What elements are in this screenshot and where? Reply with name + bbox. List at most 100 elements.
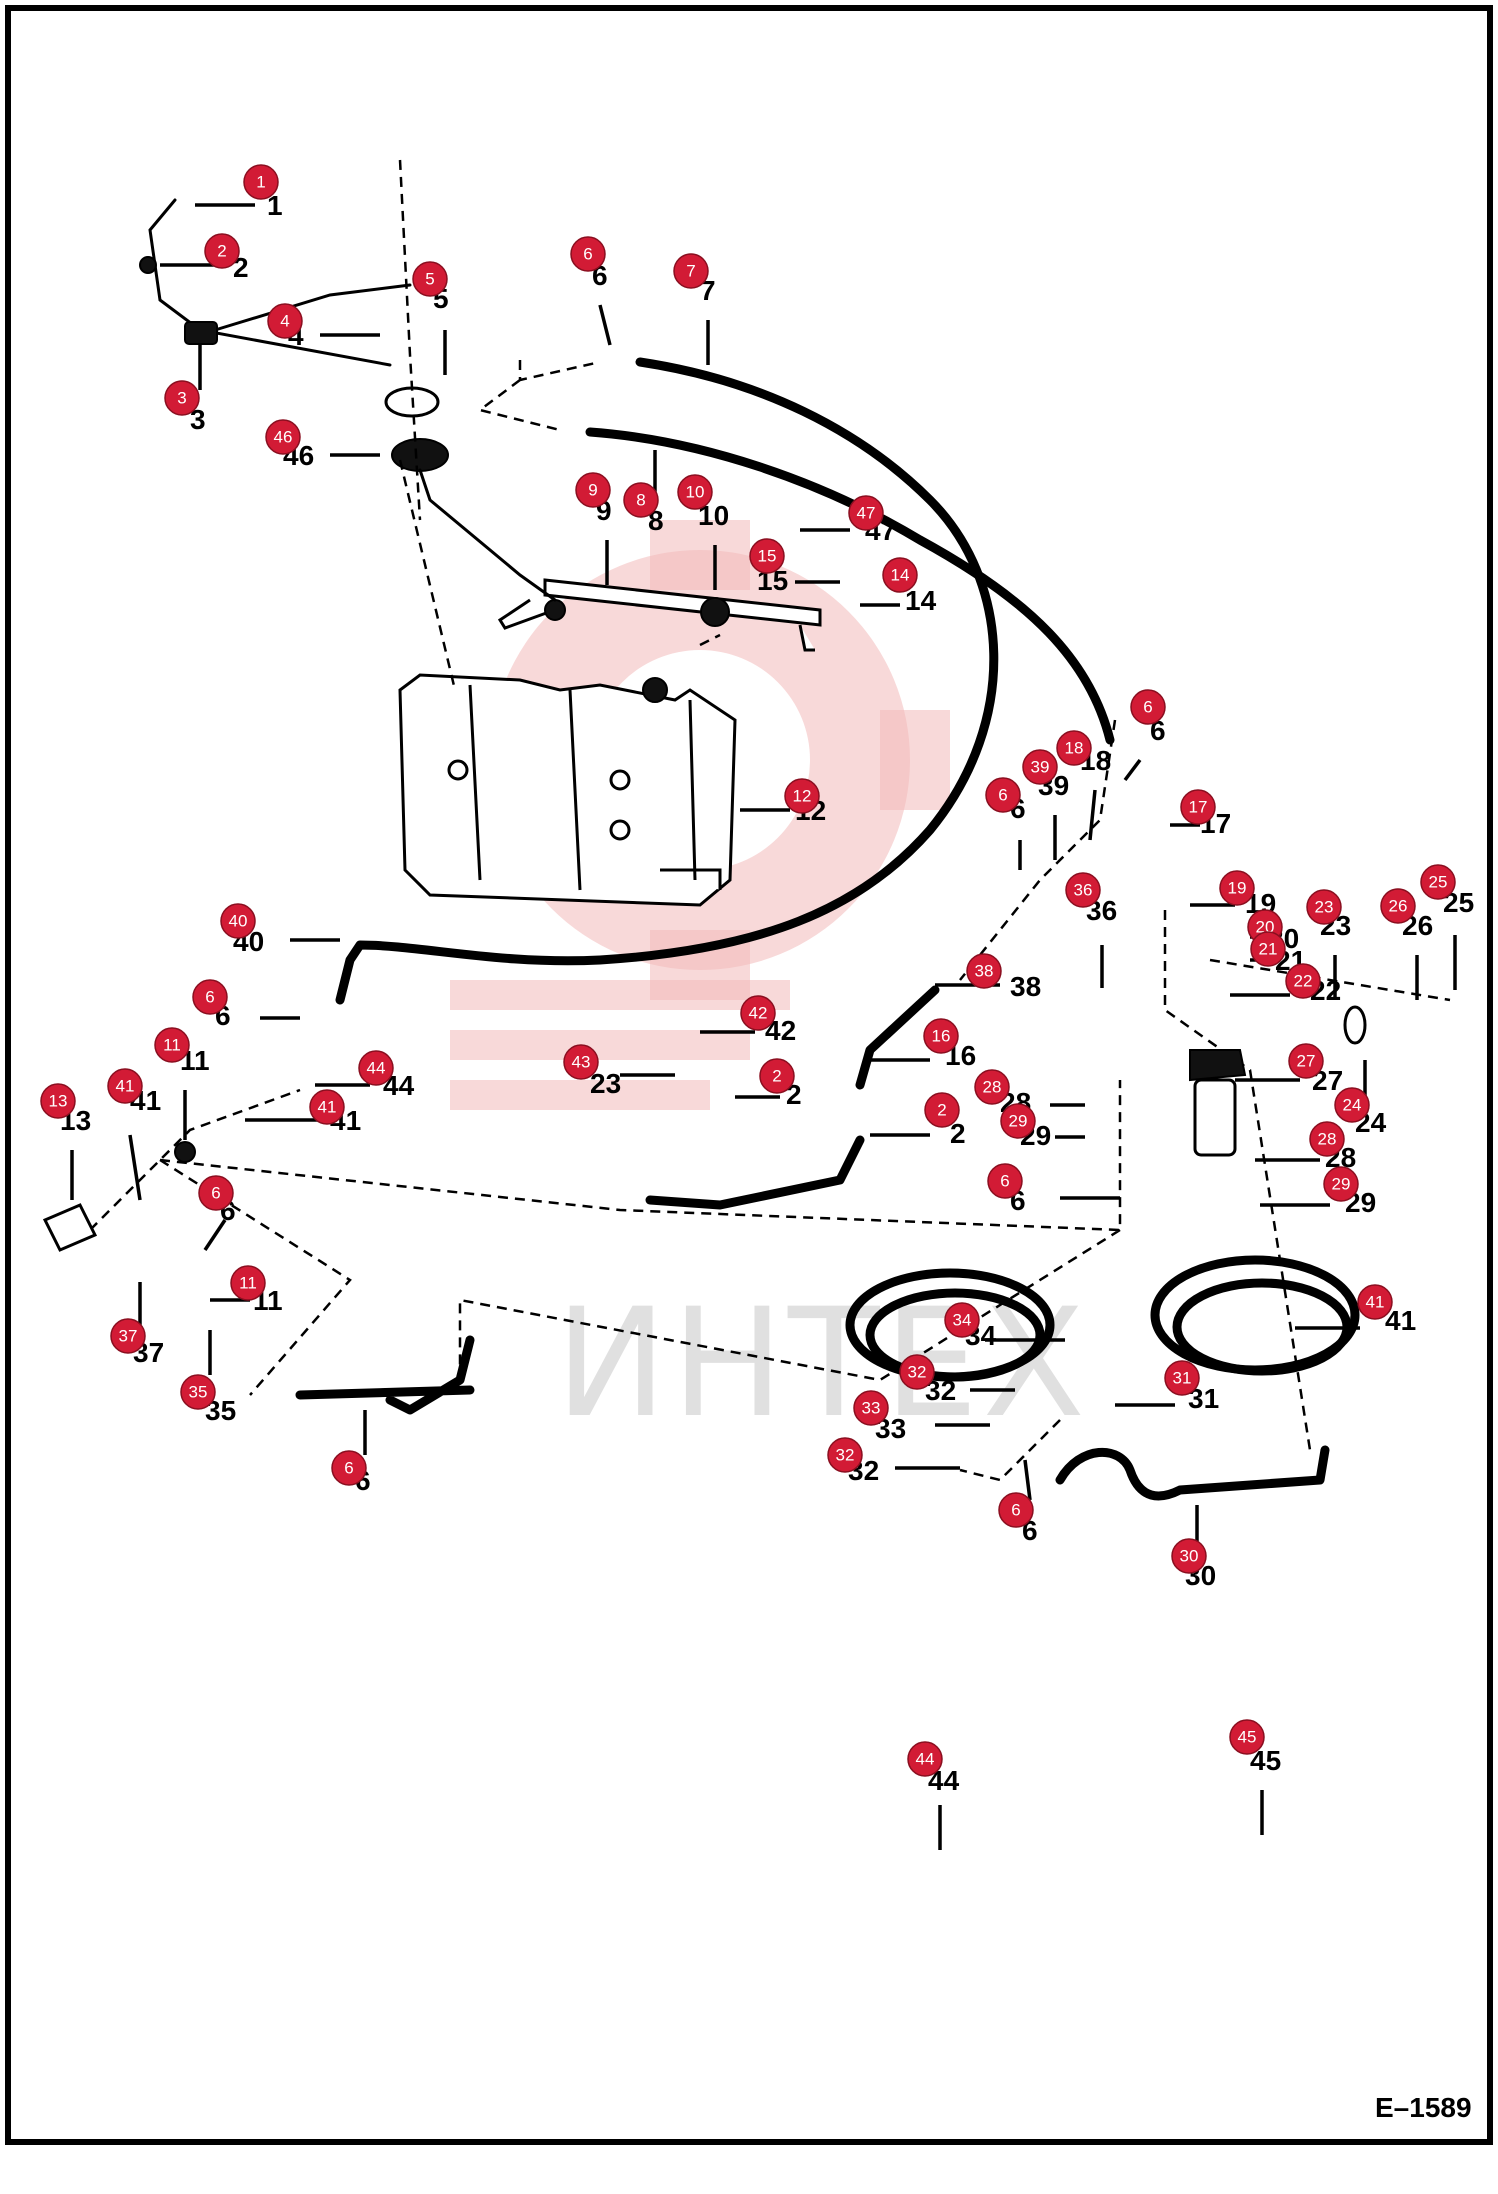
callout-badge[interactable]: 17 bbox=[1180, 789, 1216, 825]
callout-badge[interactable]: 44 bbox=[358, 1050, 394, 1086]
callout-badge[interactable]: 6 bbox=[198, 1175, 234, 1211]
callout-badge[interactable]: 2 bbox=[204, 233, 240, 269]
callout-badge[interactable]: 14 bbox=[882, 557, 918, 593]
badge-number: 19 bbox=[1228, 879, 1247, 898]
callout-badge[interactable]: 32 bbox=[899, 1354, 935, 1390]
callout-badge[interactable]: 29 bbox=[1000, 1103, 1036, 1139]
callout-badge[interactable]: 41 bbox=[107, 1068, 143, 1104]
callout-badge[interactable]: 11 bbox=[154, 1027, 190, 1063]
callout-badge[interactable]: 6 bbox=[985, 777, 1021, 813]
part-number-label: 14 bbox=[905, 585, 937, 616]
callout-badge[interactable]: 2 bbox=[759, 1058, 795, 1094]
callout-badge[interactable]: 7 bbox=[673, 253, 709, 289]
callout-badge[interactable]: 8 bbox=[623, 482, 659, 518]
callout-badge[interactable]: 9 bbox=[575, 472, 611, 508]
callout-badge[interactable]: 6 bbox=[998, 1492, 1034, 1528]
badge-number: 28 bbox=[1318, 1130, 1337, 1149]
badge-circle bbox=[740, 995, 776, 1031]
callout-badge[interactable]: 22 bbox=[1285, 963, 1321, 999]
badge-circle bbox=[677, 474, 713, 510]
callout-badge[interactable]: 12 bbox=[784, 778, 820, 814]
callout-badge[interactable]: 43 bbox=[563, 1044, 599, 1080]
callout-badge[interactable]: 25 bbox=[1420, 864, 1456, 900]
callout-badge[interactable]: 6 bbox=[987, 1163, 1023, 1199]
badge-number: 46 bbox=[274, 428, 293, 447]
callout-badge[interactable]: 33 bbox=[853, 1390, 889, 1426]
callout-badge[interactable]: 32 bbox=[827, 1437, 863, 1473]
callout-badge[interactable]: 30 bbox=[1171, 1538, 1207, 1574]
coil-hose-44 bbox=[845, 1268, 1055, 1382]
callout-badge[interactable]: 5 bbox=[412, 261, 448, 297]
badge-number: 14 bbox=[891, 566, 910, 585]
callout-badge[interactable]: 23 bbox=[1306, 889, 1342, 925]
callout-badge[interactable]: 29 bbox=[1323, 1166, 1359, 1202]
callout-badge[interactable]: 34 bbox=[944, 1302, 980, 1338]
badge-number: 30 bbox=[1180, 1547, 1199, 1566]
badge-number: 24 bbox=[1343, 1096, 1362, 1115]
callout-leader bbox=[128, 1134, 142, 1201]
badge-circle bbox=[309, 1089, 345, 1125]
callout-badge[interactable]: 4 bbox=[267, 303, 303, 339]
callout-badge[interactable]: 40 bbox=[220, 903, 256, 939]
callout-badge[interactable]: 46 bbox=[265, 419, 301, 455]
callout-badge[interactable]: 35 bbox=[180, 1374, 216, 1410]
callout-badge[interactable]: 3 bbox=[164, 380, 200, 416]
callout-badge[interactable]: 6 bbox=[192, 979, 228, 1015]
callout-badge[interactable]: 21 bbox=[1250, 931, 1286, 967]
callout-badge[interactable]: 47 bbox=[848, 495, 884, 531]
badge-number: 37 bbox=[119, 1327, 138, 1346]
badge-number: 25 bbox=[1429, 873, 1448, 892]
badge-number: 32 bbox=[836, 1446, 855, 1465]
badge-circle bbox=[985, 777, 1021, 813]
callout-badge[interactable]: 28 bbox=[974, 1069, 1010, 1105]
badge-circle bbox=[1000, 1103, 1036, 1139]
badge-circle bbox=[827, 1437, 863, 1473]
badge-circle bbox=[230, 1265, 266, 1301]
badge-circle bbox=[759, 1058, 795, 1094]
callout-badge[interactable]: 13 bbox=[40, 1083, 76, 1119]
callout-badge[interactable]: 36 bbox=[1065, 872, 1101, 908]
callout-badge[interactable]: 6 bbox=[1130, 689, 1166, 725]
callout-badge[interactable]: 2 bbox=[924, 1092, 960, 1128]
badge-circle bbox=[265, 419, 301, 455]
callout-badge[interactable]: 45 bbox=[1229, 1719, 1265, 1755]
callout-badge[interactable]: 44 bbox=[907, 1741, 943, 1777]
callout-badge[interactable]: 28 bbox=[1309, 1121, 1345, 1157]
callout-badge[interactable]: 11 bbox=[230, 1265, 266, 1301]
part-number-label: 3 bbox=[190, 404, 206, 435]
badge-circle bbox=[1309, 1121, 1345, 1157]
callout-badge[interactable]: 42 bbox=[740, 995, 776, 1031]
callout-badge[interactable]: 41 bbox=[1357, 1284, 1393, 1320]
callout-badge[interactable]: 38 bbox=[966, 953, 1002, 989]
badge-number: 34 bbox=[953, 1311, 972, 1330]
callout-badge[interactable]: 16 bbox=[923, 1018, 959, 1054]
callout-badge[interactable]: 15 bbox=[749, 538, 785, 574]
callout-badge[interactable]: 37 bbox=[110, 1318, 146, 1354]
badge-number: 9 bbox=[588, 481, 597, 500]
part-number-label: 1 bbox=[267, 190, 283, 221]
callout-badge[interactable]: 1 bbox=[243, 164, 279, 200]
callout-badge[interactable]: 24 bbox=[1334, 1087, 1370, 1123]
callout-badge[interactable]: 19 bbox=[1219, 870, 1255, 906]
callout-badge[interactable]: 6 bbox=[570, 236, 606, 272]
badge-number: 41 bbox=[116, 1077, 135, 1096]
badge-circle bbox=[243, 164, 279, 200]
badge-circle bbox=[944, 1302, 980, 1338]
badge-number: 3 bbox=[177, 389, 186, 408]
callout-badge[interactable]: 41 bbox=[309, 1089, 345, 1125]
callout-badge[interactable]: 31 bbox=[1164, 1360, 1200, 1396]
callout-badge[interactable]: 6 bbox=[331, 1450, 367, 1486]
callout-badge[interactable]: 39 bbox=[1022, 749, 1058, 785]
badge-number: 6 bbox=[1011, 1501, 1020, 1520]
callout-badge[interactable]: 18 bbox=[1056, 730, 1092, 766]
callout-badge[interactable]: 27 bbox=[1288, 1043, 1324, 1079]
badge-circle bbox=[784, 778, 820, 814]
callout-badge[interactable]: 26 bbox=[1380, 888, 1416, 924]
badge-circle bbox=[907, 1741, 943, 1777]
badge-number: 21 bbox=[1259, 940, 1278, 959]
badge-number: 32 bbox=[908, 1363, 927, 1382]
callout-badge[interactable]: 10 bbox=[677, 474, 713, 510]
coil-hose-45 bbox=[1150, 1255, 1360, 1376]
callout-leader bbox=[1123, 758, 1142, 782]
